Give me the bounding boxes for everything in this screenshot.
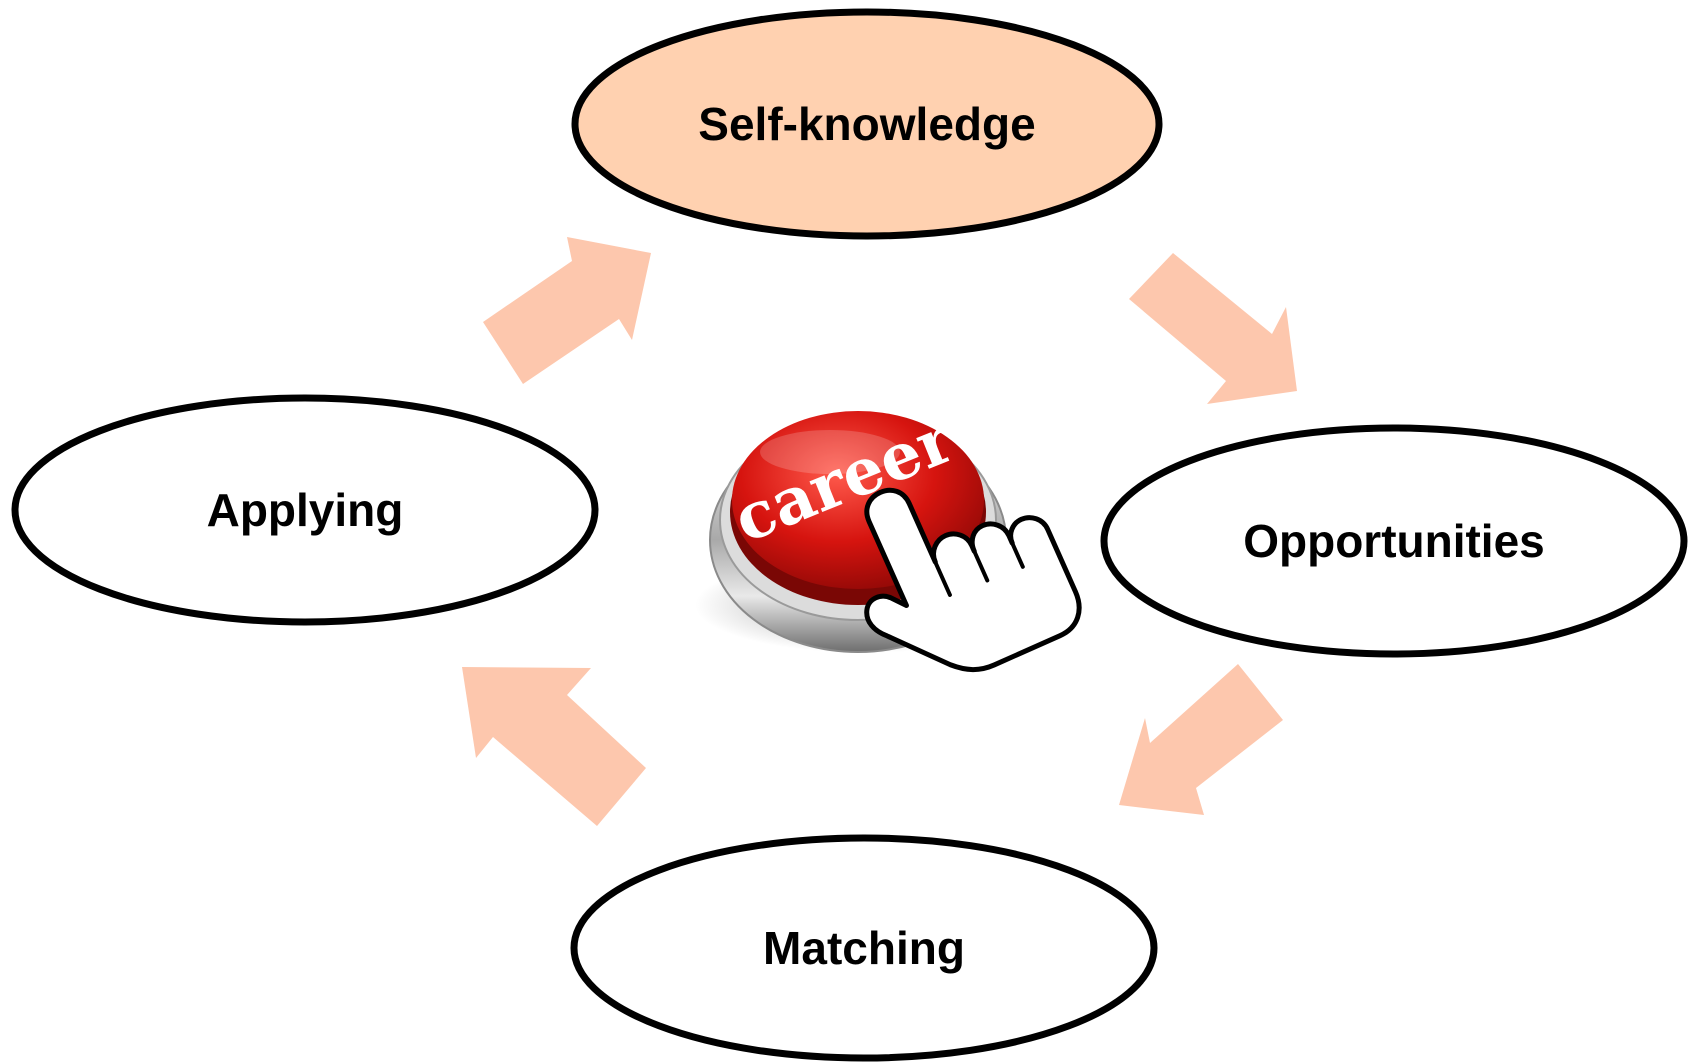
stage-ellipse [571,8,1163,240]
arrow-right-down-icon [1129,253,1297,404]
button-highlight [760,430,900,474]
stage-ellipse [11,394,599,626]
arrow-right-up-icon [483,237,651,384]
hand-finger-line [933,541,1025,597]
arrow-applying-to-self-knowledge [483,237,651,384]
stage-opportunities: Opportunities [1100,424,1688,658]
arrow-matching-to-applying [462,667,646,826]
stage-ellipse [1100,424,1688,658]
hand-pointer-icon [864,487,1082,673]
stage-label: Applying [207,484,404,536]
stage-matching: Matching [570,834,1158,1062]
stage-label: Matching [763,922,965,974]
stage-self-knowledge: Self-knowledge [571,8,1163,240]
stage-ellipse [570,834,1158,1062]
arrow-self-knowledge-to-opportunities [1129,253,1297,404]
arrow-left-up-icon [462,667,646,826]
stage-label: Self-knowledge [698,98,1035,150]
arrow-left-down-icon [1119,664,1283,815]
stage-label: Opportunities [1243,515,1545,567]
arrow-opportunities-to-matching [1119,664,1283,815]
stage-applying: Applying [11,394,599,626]
